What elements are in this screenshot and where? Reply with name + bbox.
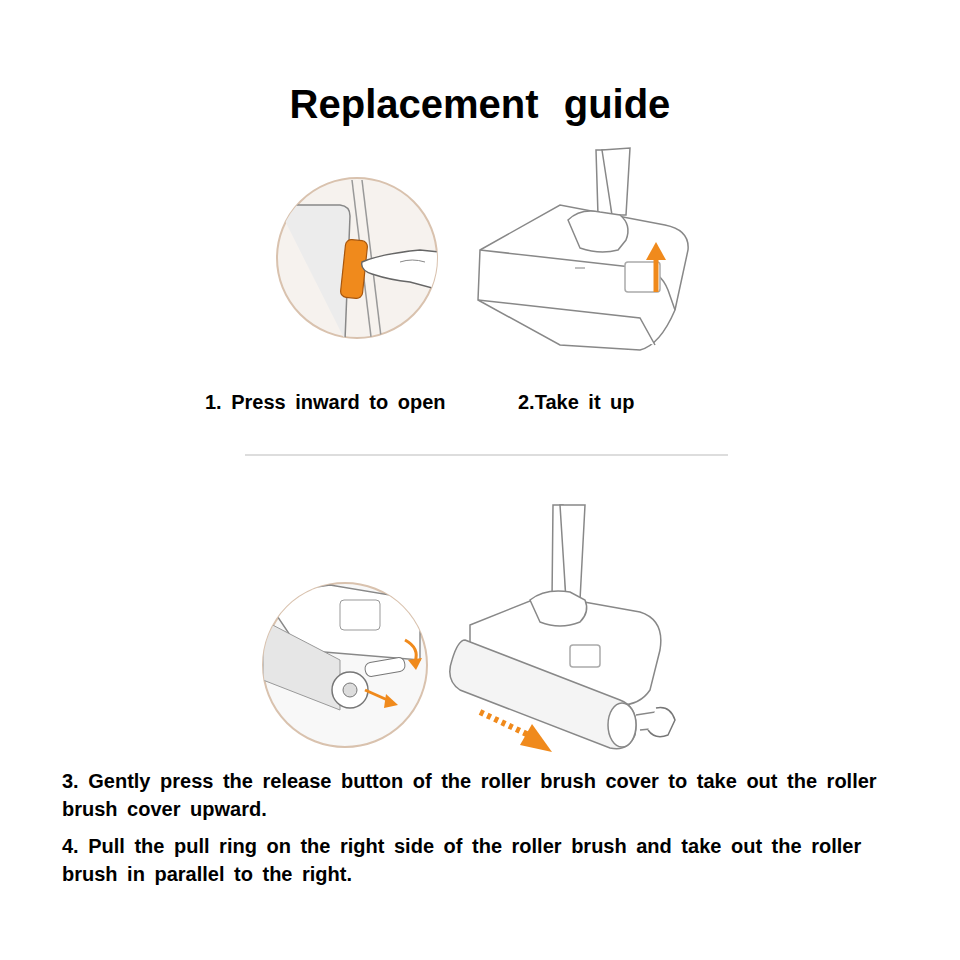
vacuum-head-open [450,505,675,749]
page-title: Replacement guide [0,82,960,127]
button-closeup [277,178,440,345]
step-text: 2.Take it up [518,388,718,416]
up-arrow-head [646,242,666,260]
divider [245,454,728,456]
pull-arrow-head [520,724,552,752]
step-text: 4. Pull the pull ring on the right side … [62,832,892,888]
vacuum-head [478,148,688,350]
step-text: 3. Gently press the release button of th… [62,767,912,823]
up-arrow [654,258,659,292]
step-text: 1. Press inward to open [205,388,505,416]
release-closeup [263,583,427,747]
